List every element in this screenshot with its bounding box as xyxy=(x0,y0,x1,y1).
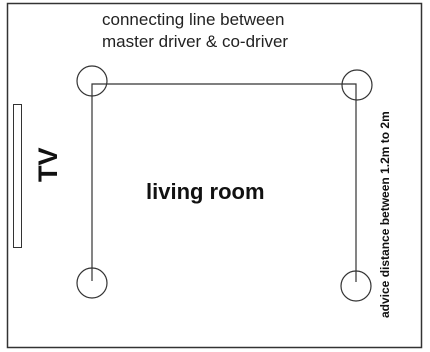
speaker-connecting-line xyxy=(91,83,357,282)
distance-advice-label: advice distance between 1.2m to 2m xyxy=(378,111,392,318)
tv-label: TV xyxy=(33,147,63,182)
note-line-1: connecting line between xyxy=(102,10,285,29)
speaker-front-left xyxy=(76,65,108,97)
speaker-rear-right xyxy=(340,270,372,302)
note-line-2: master driver & co-driver xyxy=(102,32,289,51)
speaker-front-right xyxy=(341,69,373,101)
connecting-line-note: connecting line between master driver & … xyxy=(102,9,382,53)
tv-panel xyxy=(13,104,22,248)
room-label: living room xyxy=(146,179,265,204)
speaker-rear-left xyxy=(76,267,108,299)
room-outline xyxy=(6,2,423,349)
